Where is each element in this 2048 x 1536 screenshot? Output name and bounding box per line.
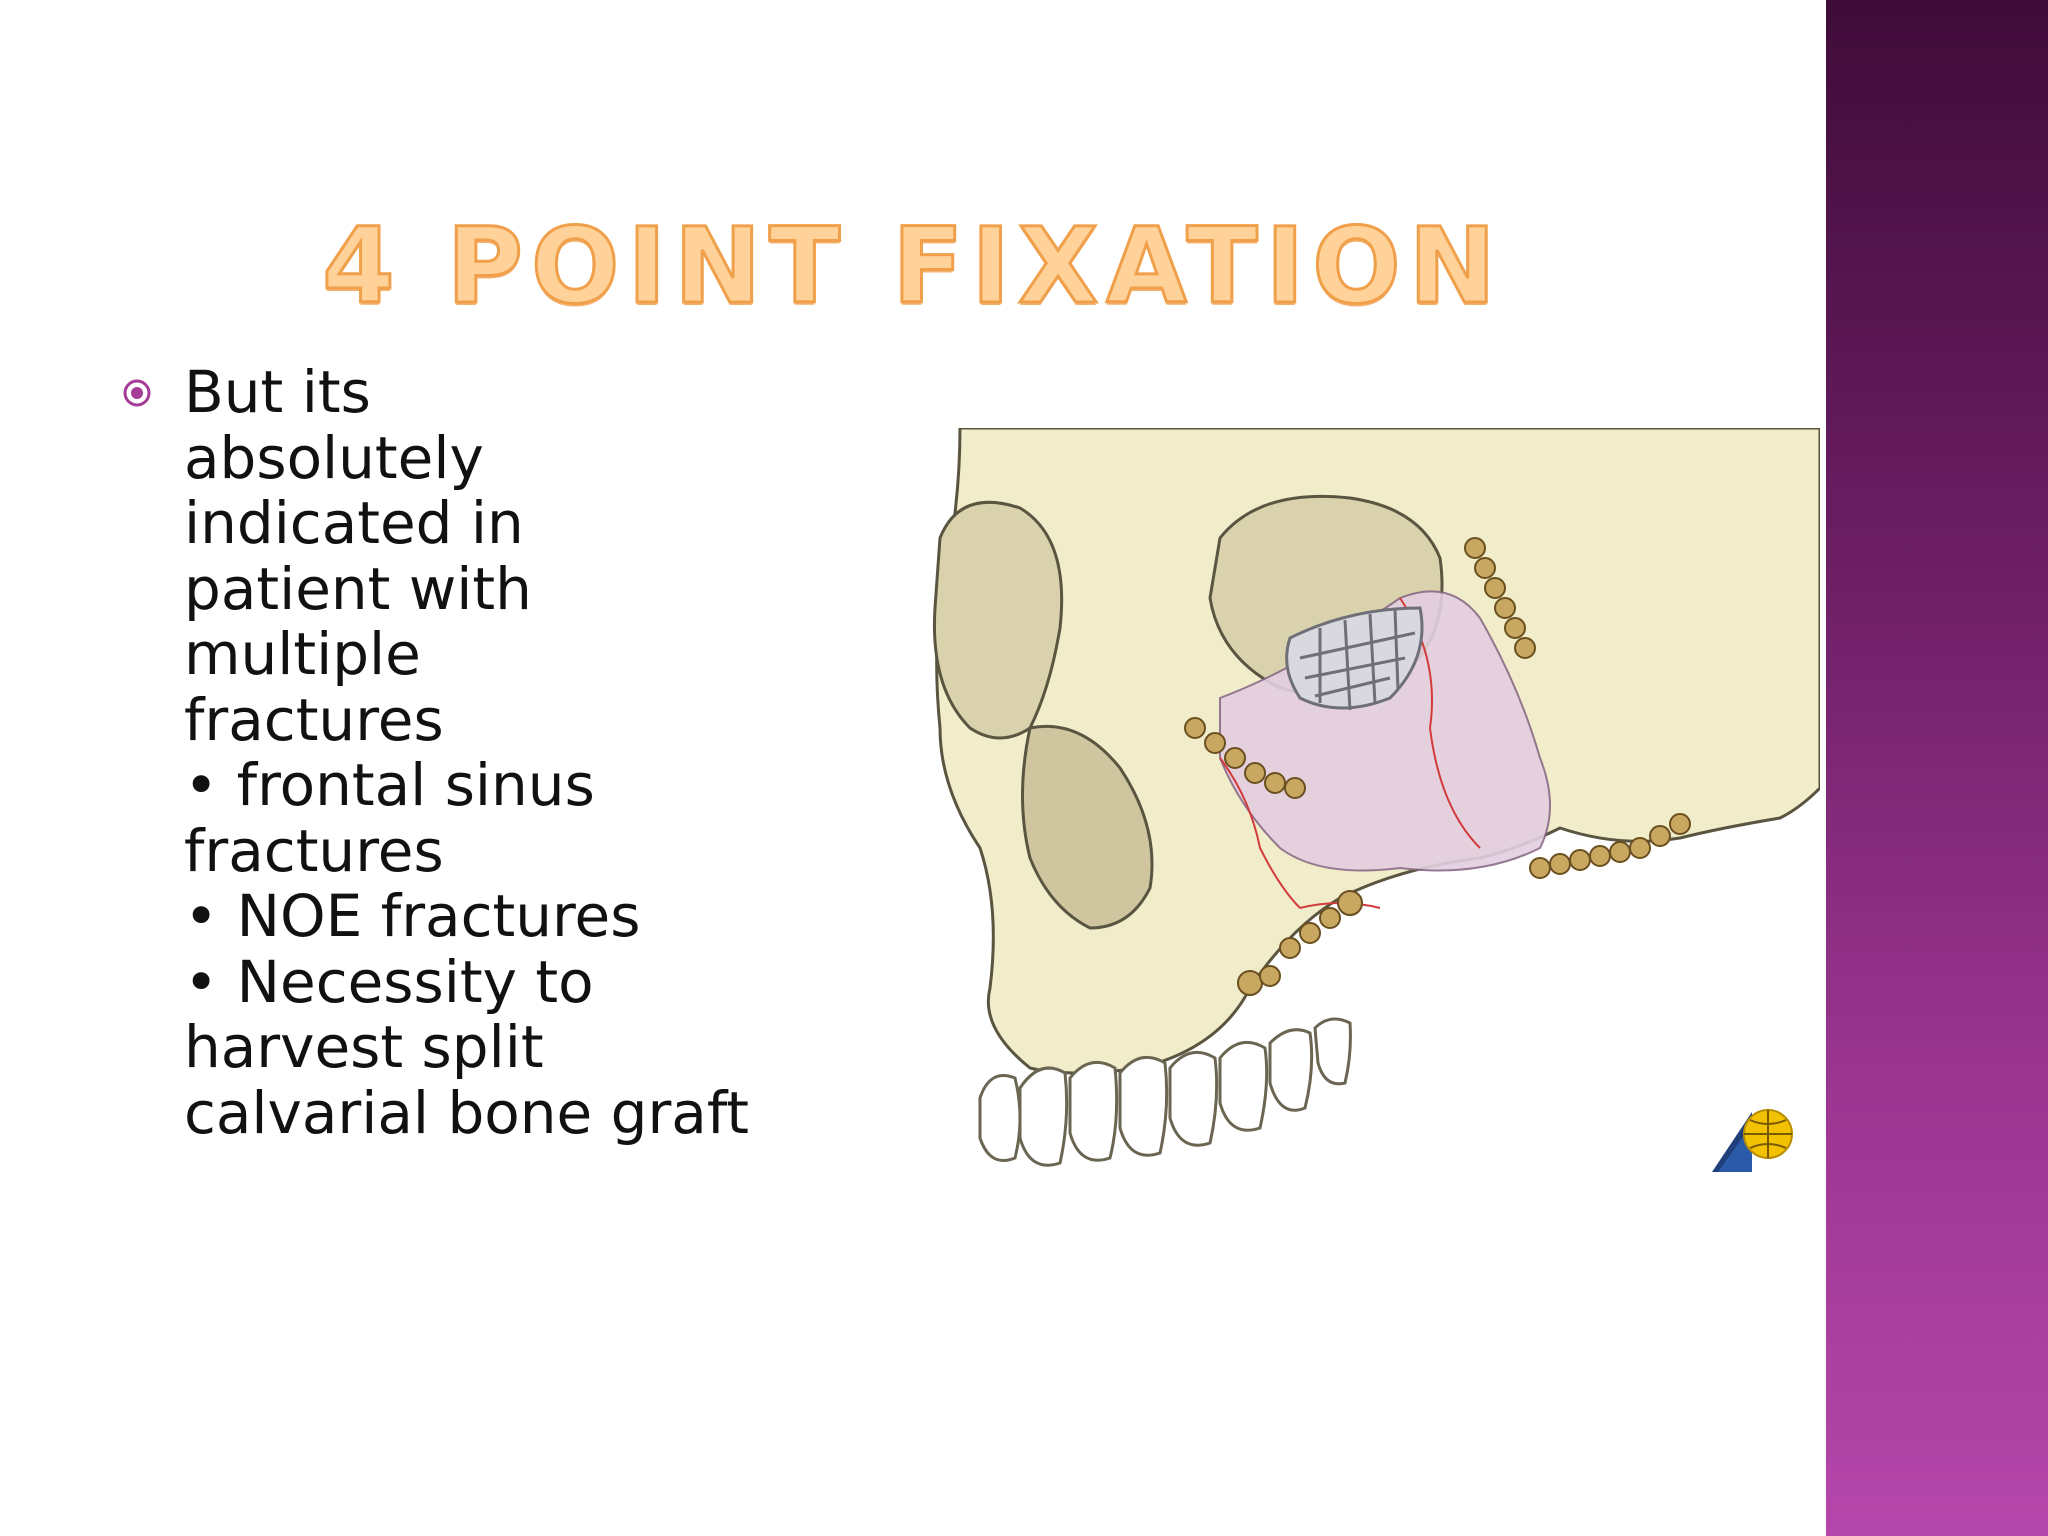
slide-title: 4 POINT FIXATION <box>321 204 1504 329</box>
bullet-text-line: harvest split <box>184 1013 544 1081</box>
fixation-plate <box>1184 717 1306 799</box>
bullet-text-line: patient with <box>184 554 532 623</box>
bullet-text-line: absolutely <box>184 423 484 492</box>
fixation-plate <box>1464 537 1536 659</box>
bullet-text-line: • frontal sinus <box>184 751 595 819</box>
left-orbit <box>932 500 1064 740</box>
bullet-text-line: • NOE fractures <box>184 882 641 950</box>
bullet-text-line: fractures <box>184 816 444 885</box>
skull-fixation-illustration <box>932 428 1820 1167</box>
fixation-plate <box>1529 813 1691 879</box>
bullet-text-line: calvarial bone graft <box>184 1078 749 1147</box>
accent-band <box>1826 0 2048 1536</box>
orbital-mesh <box>1285 606 1424 711</box>
bullet-text: But its absolutely indicated in patient … <box>184 358 824 1147</box>
nasal-cavity <box>1021 724 1154 930</box>
bullet-text-line: • Necessity to <box>184 947 594 1016</box>
teeth <box>978 1017 1352 1167</box>
bullet-text-line: fractures <box>184 685 444 754</box>
bullet-text-line: But its <box>184 358 371 426</box>
bullet-text-line: indicated in <box>184 489 524 557</box>
ao-foundation-logo <box>1712 1109 1793 1172</box>
target-bullet-icon <box>123 379 151 407</box>
fixation-plate <box>1237 890 1363 996</box>
bullet-text-line: multiple <box>184 620 421 688</box>
fracture-line <box>1219 757 1301 909</box>
